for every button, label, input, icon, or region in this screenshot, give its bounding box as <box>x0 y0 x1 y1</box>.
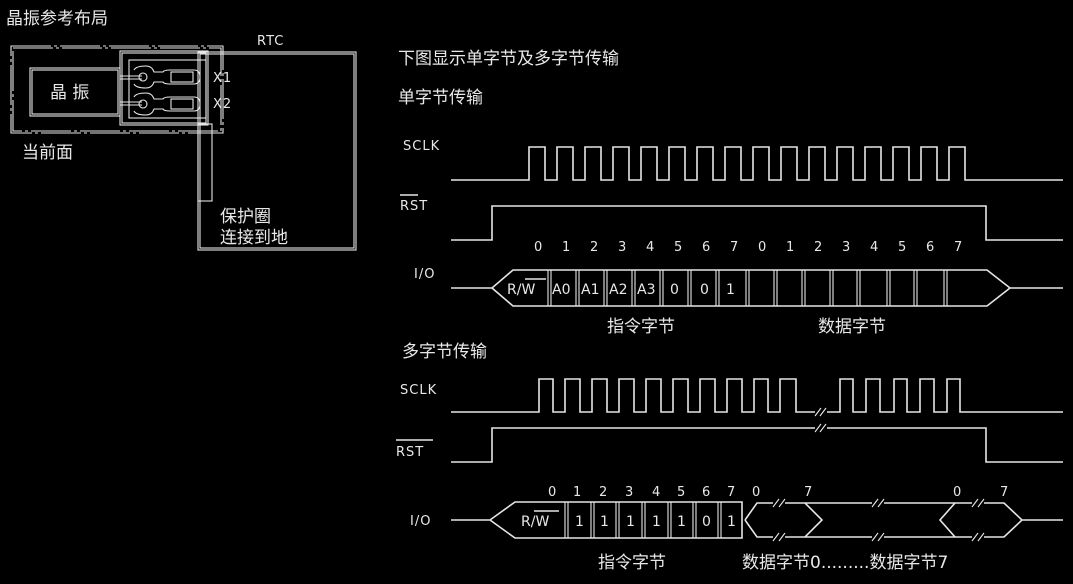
guard-ring-label-2: 连接到地 <box>220 228 288 248</box>
single-byte-title: 单字节传输 <box>398 88 483 108</box>
single-rst-label: RST <box>400 199 428 214</box>
multi-io-label: I/O <box>410 514 431 529</box>
svg-text:1: 1 <box>652 514 661 530</box>
x2-pad <box>133 92 201 116</box>
svg-text:4: 4 <box>646 240 654 255</box>
svg-text:R/W: R/W <box>507 282 535 298</box>
svg-text:1: 1 <box>562 240 570 255</box>
multi-byte-diagram: 多字节传输 SCLK RST 0 1 2 3 4 5 6 7 0 7 0 7 <box>396 342 1063 573</box>
svg-text:1: 1 <box>573 485 581 500</box>
svg-text:2: 2 <box>599 485 607 500</box>
svg-text:0: 0 <box>752 485 760 500</box>
single-sclk-label: SCLK <box>403 139 440 154</box>
svg-text:A2: A2 <box>609 282 627 298</box>
svg-text:A1: A1 <box>581 282 599 298</box>
svg-text:7: 7 <box>727 485 735 500</box>
timing-heading: 下图显示单字节及多字节传输 <box>398 49 619 69</box>
guard-ring <box>119 50 209 126</box>
x1-pad <box>133 65 201 89</box>
svg-text:7: 7 <box>954 240 962 255</box>
guard-ring-label-1: 保护圈 <box>220 207 271 227</box>
current-side-outline <box>10 45 224 134</box>
svg-text:0: 0 <box>758 240 766 255</box>
svg-text:1: 1 <box>600 514 609 530</box>
svg-text:7: 7 <box>730 240 738 255</box>
svg-text:7: 7 <box>1000 485 1008 500</box>
svg-text:1: 1 <box>726 282 735 298</box>
guard-ring-tail <box>197 123 213 202</box>
svg-text:3: 3 <box>618 240 626 255</box>
layout-title: 晶振参考布局 <box>6 9 108 29</box>
svg-text:5: 5 <box>677 485 685 500</box>
svg-text:6: 6 <box>702 240 710 255</box>
crystal-body <box>29 67 121 117</box>
svg-text:2: 2 <box>590 240 598 255</box>
svg-text:4: 4 <box>870 240 878 255</box>
rtc-label: RTC <box>257 34 284 49</box>
svg-text:7: 7 <box>804 485 812 500</box>
svg-text:6: 6 <box>926 240 934 255</box>
single-command-caption: 指令字节 <box>607 317 675 337</box>
svg-text:2: 2 <box>814 240 822 255</box>
svg-text:A3: A3 <box>637 282 655 298</box>
sclk-break-mark-icon <box>814 407 827 417</box>
crystal-label: 晶 振 <box>50 83 89 103</box>
svg-text:0: 0 <box>700 282 709 298</box>
svg-text:6: 6 <box>702 485 710 500</box>
single-command-cells: R/W A0 A1 A2 A3 0 0 1 <box>507 278 735 298</box>
multi-io-data-bus <box>744 502 1063 538</box>
single-io-cell-dividers <box>547 270 948 306</box>
single-rst-waveform <box>451 205 1063 241</box>
single-data-caption: 数据字节 <box>818 317 886 337</box>
single-io-bus <box>451 269 1063 307</box>
single-sclk-waveform <box>451 146 1063 181</box>
multi-bit-indices: 0 1 2 3 4 5 6 7 0 7 0 7 <box>548 485 1008 500</box>
svg-text:0: 0 <box>534 240 542 255</box>
multi-sclk-label: SCLK <box>400 383 437 398</box>
single-bit-indices: 0 1 2 3 4 5 6 7 0 1 2 3 4 5 6 7 <box>534 240 962 255</box>
multi-rst-waveform <box>451 427 1063 463</box>
single-byte-diagram: 单字节传输 SCLK RST 0 1 2 3 4 5 6 7 0 1 2 3 4 <box>398 88 1063 337</box>
svg-text:5: 5 <box>898 240 906 255</box>
svg-text:R/W: R/W <box>521 514 549 530</box>
svg-text:0: 0 <box>953 485 961 500</box>
svg-text:5: 5 <box>674 240 682 255</box>
multi-io-cell-dividers <box>564 502 722 538</box>
svg-text:1: 1 <box>626 514 635 530</box>
multi-data-caption: 数据字节0.........数据字节7 <box>742 553 948 573</box>
svg-text:1: 1 <box>575 514 584 530</box>
svg-text:3: 3 <box>625 485 633 500</box>
current-side-label: 当前面 <box>22 143 73 163</box>
svg-text:1: 1 <box>727 514 736 530</box>
multi-rst-label: RST <box>396 445 424 460</box>
x2-pin-label: X2 <box>213 97 232 112</box>
multi-byte-title: 多字节传输 <box>402 342 487 362</box>
svg-text:1: 1 <box>677 514 686 530</box>
svg-text:0: 0 <box>702 514 711 530</box>
timing-panel: 下图显示单字节及多字节传输 单字节传输 SCLK RST 0 1 2 3 4 5… <box>396 49 1063 573</box>
svg-text:A0: A0 <box>552 282 570 298</box>
io-break-marks <box>772 498 985 542</box>
svg-text:0: 0 <box>670 282 679 298</box>
multi-command-caption: 指令字节 <box>598 553 666 573</box>
multi-io-command-frame <box>451 501 743 539</box>
rst-break-mark-icon <box>814 423 827 433</box>
svg-text:0: 0 <box>548 485 556 500</box>
svg-text:3: 3 <box>842 240 850 255</box>
multi-command-cells: R/W 1 1 1 1 1 0 1 <box>521 510 736 530</box>
crystal-layout-panel: 晶振参考布局 RTC 晶 振 X1 X2 当前面 保护圈 <box>6 9 357 251</box>
x1-pin-label: X1 <box>213 71 232 86</box>
svg-text:4: 4 <box>652 485 660 500</box>
multi-sclk-waveform <box>451 378 1063 413</box>
svg-text:1: 1 <box>786 240 794 255</box>
single-io-label: I/O <box>414 267 435 282</box>
